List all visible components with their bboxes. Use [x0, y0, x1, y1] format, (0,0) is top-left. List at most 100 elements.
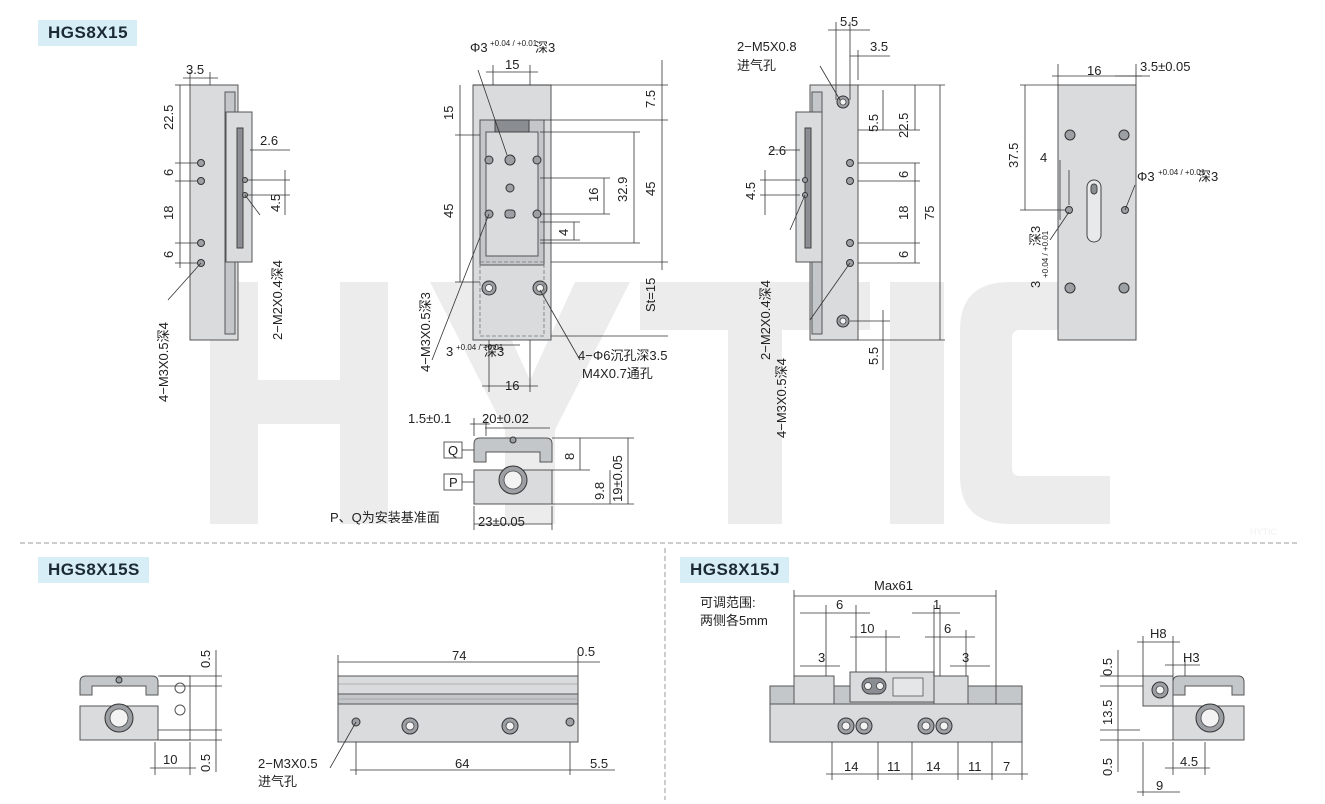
thread-m2-right: 2−M2X0.4深4 — [758, 280, 773, 360]
dim-45-side: 45 — [441, 204, 456, 218]
phi-far: Φ3 — [1137, 169, 1155, 184]
j-dim-3b: 3 — [962, 650, 969, 665]
dim-7-5: 7.5 — [643, 90, 658, 108]
phi3-bottom-tol: +0.04 / +0.01 — [456, 343, 504, 352]
dim-16-far: 16 — [1087, 63, 1101, 78]
dim-1-5-tol: 1.5±0.1 — [408, 411, 451, 426]
dim-4: 4 — [556, 229, 571, 236]
watermark — [210, 282, 1110, 524]
dim-19-tol: 19±0.05 — [610, 455, 625, 502]
dim-6b: 6 — [161, 251, 176, 258]
j-dim-6a: 6 — [836, 597, 843, 612]
j-max: Max61 — [874, 578, 913, 593]
dim-3-5-tol: 3.5±0.05 — [1140, 59, 1191, 74]
s-dim-0-5b: 0.5 — [198, 754, 213, 772]
s-thread-m3: 2−M3X0.5 — [258, 756, 318, 771]
dim-6a: 6 — [161, 169, 176, 176]
dim-6b-right: 6 — [896, 251, 911, 258]
phi-left-tol: +0.04 / +0.01 — [1041, 230, 1050, 278]
s-dim-10: 10 — [163, 752, 177, 767]
thread-m3-right: 4−M3X0.5深4 — [774, 358, 789, 438]
phi-top-tol: +0.04 / +0.01 — [490, 39, 538, 48]
dim-4-5: 4.5 — [268, 194, 283, 212]
top-view-center — [431, 60, 668, 392]
j-bottom-7: 7 — [1003, 759, 1010, 774]
stroke-label: St=15 — [643, 278, 658, 312]
counterbore-label: 4−Φ6沉孔深3.5 — [578, 348, 668, 363]
dim-3-5: 3.5 — [186, 62, 204, 77]
phi-left-far: 3 — [1028, 281, 1043, 288]
bottom-view-far-right — [1020, 64, 1150, 341]
dim-18-right: 18 — [896, 206, 911, 220]
j-dim-6b: 6 — [944, 621, 951, 636]
s-intake: 进气孔 — [258, 774, 297, 789]
datum-q: Q — [448, 443, 458, 458]
j-dim-0-5b: 0.5 — [1100, 758, 1115, 776]
phi-top-depth: 深3 — [535, 40, 555, 55]
dim-18: 18 — [161, 206, 176, 220]
dim-4-far: 4 — [1040, 150, 1047, 165]
dim-5-5-side: 5.5 — [866, 114, 881, 132]
thread-m2-left: 2−M2X0.4深4 — [270, 260, 285, 340]
dim-22-5: 22.5 — [161, 105, 176, 130]
watermark-text: HYTIC — [1250, 527, 1278, 537]
j-bottom-11a: 11 — [887, 759, 901, 774]
short-side-view — [329, 655, 615, 775]
j-dim-4-5: 4.5 — [1180, 754, 1198, 769]
phi3-bottom-depth: 深3 — [484, 344, 504, 359]
j-h8: H8 — [1150, 626, 1167, 641]
dim-23-tol: 23±0.05 — [478, 514, 525, 529]
phi-far-depth: 深3 — [1198, 169, 1218, 184]
thread-m3-left: 4−M3X0.5深4 — [156, 322, 171, 402]
dim-16-side: 16 — [586, 188, 601, 202]
j-dim-3a: 3 — [818, 650, 825, 665]
j-bottom-11b: 11 — [968, 759, 982, 774]
cross-section — [443, 418, 634, 530]
dim-32-9: 32.9 — [615, 177, 630, 202]
section-label-main: HGS8X15 — [38, 20, 138, 46]
j-dim-0-5a: 0.5 — [1100, 658, 1115, 676]
dim-3-5-right: 3.5 — [870, 39, 888, 54]
short-cross-section — [79, 650, 222, 775]
dim-5-5-top: 5.5 — [840, 14, 858, 29]
j-note-1: 可调范围: — [700, 595, 756, 610]
datum-note: P、Q为安装基准面 — [330, 510, 440, 525]
phi-top-label: Φ3 — [470, 40, 488, 55]
dim-6a-right: 6 — [896, 171, 911, 178]
dim-37-5: 37.5 — [1006, 143, 1021, 168]
dim-45-right: 45 — [643, 182, 658, 196]
s-dim-64: 64 — [455, 756, 469, 771]
j-dim-10: 10 — [860, 621, 874, 636]
adjustable-cross-section — [1100, 636, 1245, 796]
thread-m5: 2−M5X0.8 — [737, 39, 797, 54]
dim-16-bottom: 16 — [505, 378, 519, 393]
dim-2-6: 2.6 — [260, 133, 278, 148]
j-dim-1: 1 — [933, 597, 940, 612]
dim-2-6-right: 2.6 — [768, 143, 786, 158]
s-dim-74: 74 — [452, 648, 466, 663]
datum-p: P — [449, 475, 458, 490]
j-note-2: 两侧各5mm — [700, 613, 768, 628]
j-h3: H3 — [1183, 650, 1200, 665]
intake-right: 进气孔 — [737, 58, 776, 73]
phi3-bottom: 3 — [446, 344, 453, 359]
dim-15-side: 15 — [441, 106, 456, 120]
dim-5-5-bottom: 5.5 — [866, 347, 881, 365]
dim-8: 8 — [562, 453, 577, 460]
side-view-right — [760, 22, 945, 370]
phi-far-tol: +0.04 / +0.01 — [1158, 168, 1206, 177]
thread-m3-center: 4−M3X0.5深3 — [418, 292, 433, 372]
through-hole-label: M4X0.7通孔 — [582, 366, 653, 381]
j-dim-13-5: 13.5 — [1100, 700, 1115, 725]
j-bottom-14a: 14 — [844, 759, 858, 774]
section-label-short: HGS8X15S — [38, 557, 149, 583]
dim-75: 75 — [922, 206, 937, 220]
j-dim-9: 9 — [1156, 778, 1163, 793]
dim-22-5-right: 22.5 — [896, 113, 911, 138]
s-dim-0-5c: 0.5 — [577, 644, 595, 659]
j-bottom-14b: 14 — [926, 759, 940, 774]
s-dim-0-5a: 0.5 — [198, 650, 213, 668]
dim-15-top: 15 — [505, 57, 519, 72]
dim-9-8: 9.8 — [592, 482, 607, 500]
